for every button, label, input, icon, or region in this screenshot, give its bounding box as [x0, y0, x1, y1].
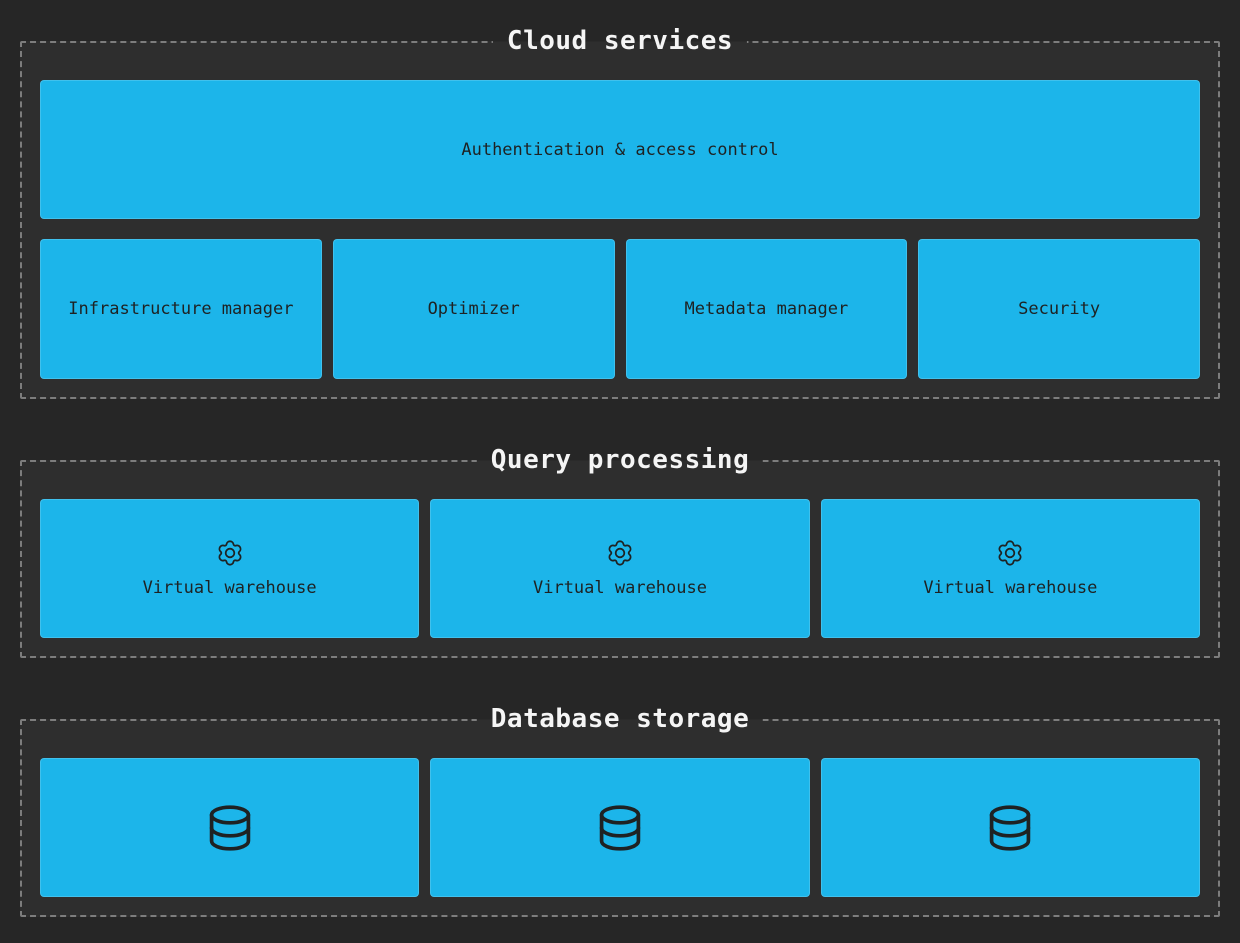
optimizer-node: Optimizer — [332, 239, 615, 379]
gear-icon — [995, 538, 1025, 568]
security-node: Security — [918, 239, 1200, 379]
virtual-warehouse-node: Virtual warehouse — [430, 499, 810, 638]
infrastructure-manager-label: Infrastructure manager — [68, 299, 294, 319]
auth-access-control-label: Authentication & access control — [461, 139, 779, 160]
query-processing-group: Query processing Virtual warehouse — [20, 443, 1220, 658]
database-node — [430, 758, 810, 897]
virtual-warehouse-label: Virtual warehouse — [923, 578, 1098, 598]
cloud-services-group: Cloud services Authentication & access c… — [20, 24, 1220, 399]
gear-icon — [215, 538, 245, 568]
metadata-manager-label: Metadata manager — [684, 299, 849, 319]
database-icon — [204, 801, 256, 855]
optimizer-label: Optimizer — [427, 299, 520, 319]
query-processing-row: Virtual warehouse Virtual warehouse — [40, 499, 1200, 638]
cloud-services-row: Infrastructure manager Optimizer Metadat… — [40, 239, 1200, 379]
security-label: Security — [1018, 299, 1101, 319]
virtual-warehouse-label: Virtual warehouse — [532, 578, 707, 598]
database-icon — [984, 801, 1036, 855]
query-processing-title: Query processing — [476, 443, 764, 477]
architecture-diagram: Cloud services Authentication & access c… — [0, 24, 1240, 943]
database-icon — [594, 801, 646, 855]
database-storage-group: Database storage — [20, 702, 1220, 917]
gear-icon — [605, 538, 635, 568]
virtual-warehouse-node: Virtual warehouse — [820, 499, 1200, 638]
cloud-services-title: Cloud services — [492, 24, 748, 58]
database-storage-row — [40, 758, 1200, 897]
auth-access-control-node: Authentication & access control — [40, 80, 1200, 219]
database-storage-title: Database storage — [476, 702, 764, 736]
database-node — [40, 758, 420, 897]
database-node — [820, 758, 1200, 897]
virtual-warehouse-node: Virtual warehouse — [40, 499, 420, 638]
virtual-warehouse-label: Virtual warehouse — [142, 578, 317, 598]
metadata-manager-node: Metadata manager — [625, 239, 908, 379]
infrastructure-manager-node: Infrastructure manager — [40, 239, 322, 379]
